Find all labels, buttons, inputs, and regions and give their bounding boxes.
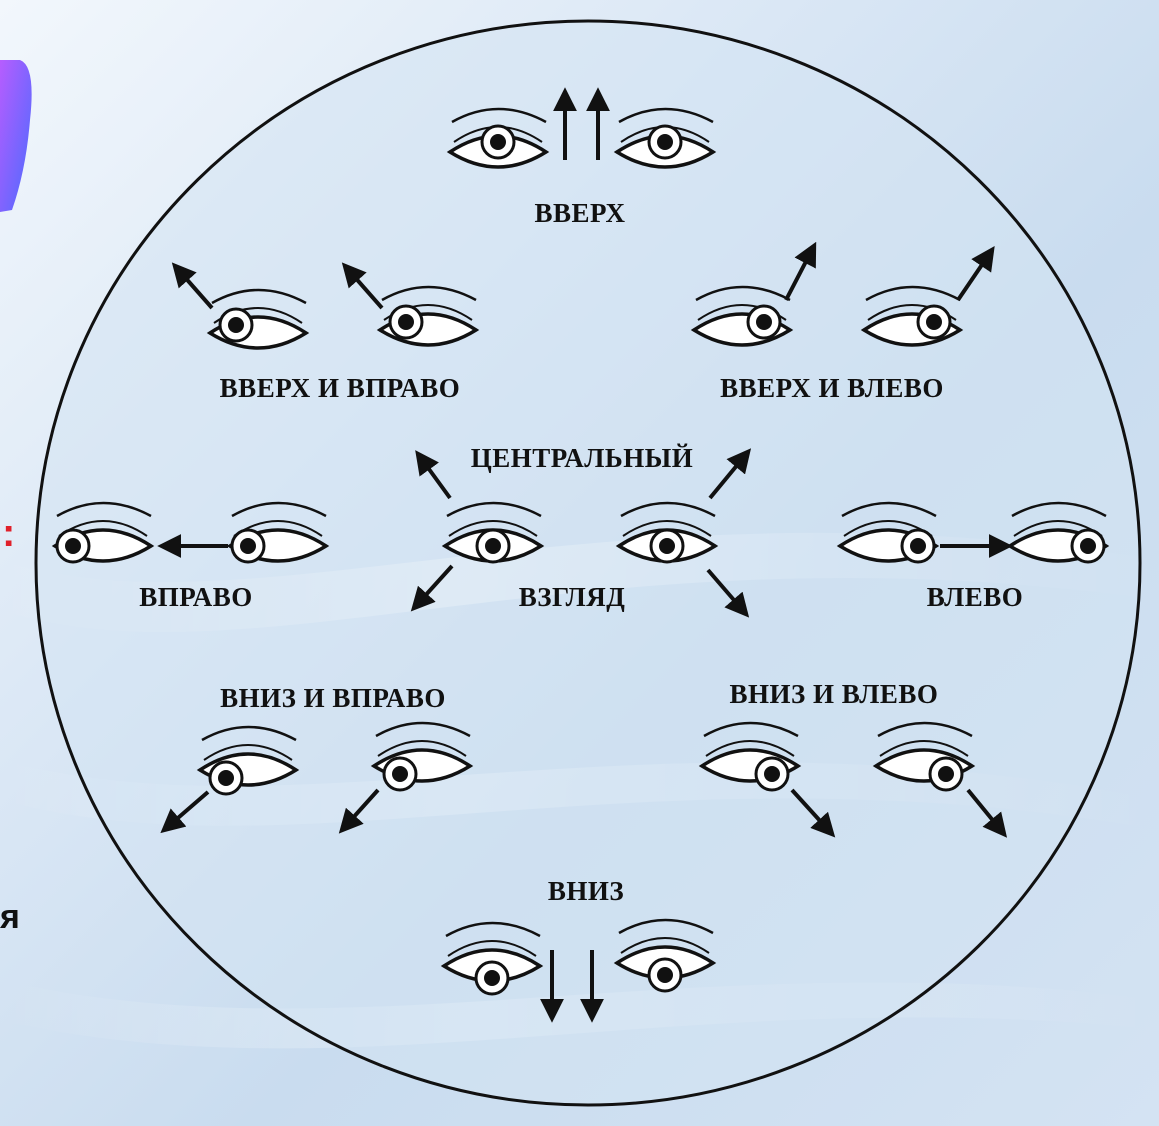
label-down-left: ВНИЗ И ВЛЕВО — [730, 679, 939, 709]
pupil — [657, 134, 673, 150]
label-up-right: ВВЕРХ И ВПРАВО — [220, 373, 461, 403]
pupil — [756, 314, 772, 330]
pupil — [657, 967, 673, 983]
pupil — [910, 538, 926, 554]
pupil — [398, 314, 414, 330]
label-right: ВПРАВО — [139, 582, 253, 612]
pupil — [228, 317, 244, 333]
diagram-circle — [36, 21, 1140, 1105]
pupil — [218, 770, 234, 786]
pupil — [485, 538, 501, 554]
pupil — [1080, 538, 1096, 554]
letter-fragment: я — [0, 898, 20, 936]
purple-shape-fragment — [0, 60, 32, 212]
label-up: ВВЕРХ — [534, 198, 625, 228]
label-down: ВНИЗ — [548, 876, 624, 906]
label-left: ВЛЕВО — [927, 582, 1024, 612]
pupil — [65, 538, 81, 554]
pupil — [659, 538, 675, 554]
pupil — [764, 766, 780, 782]
pupil — [490, 134, 506, 150]
pupil — [484, 970, 500, 986]
pupil — [240, 538, 256, 554]
pupil — [392, 766, 408, 782]
pupil — [926, 314, 942, 330]
red-colon-fragment: : — [2, 511, 15, 555]
label-gaze: ВЗГЛЯД — [519, 582, 626, 612]
label-up-left: ВВЕРХ И ВЛЕВО — [720, 373, 944, 403]
label-down-right: ВНИЗ И ВПРАВО — [220, 683, 446, 713]
label-central: ЦЕНТРАЛЬНЫЙ — [471, 443, 694, 473]
pupil — [938, 766, 954, 782]
